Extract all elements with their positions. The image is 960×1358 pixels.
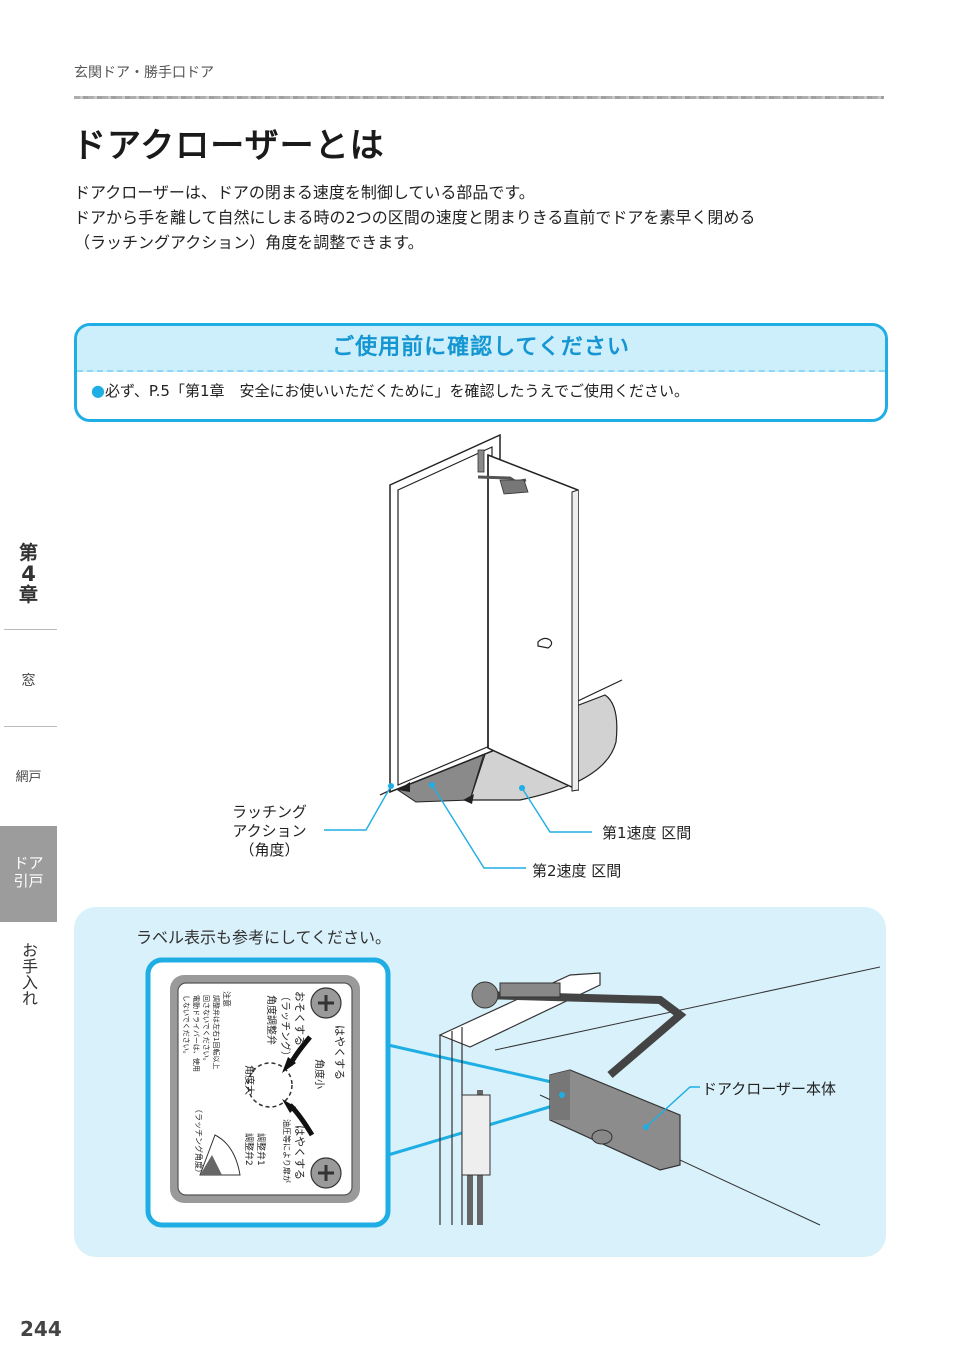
bullet-icon: ● <box>91 381 105 400</box>
sidebar-item-screen[interactable]: 網戸 <box>15 770 42 785</box>
label-text: しないでください。 <box>182 995 190 1058</box>
intro-line: ドアから手を離して自然にしまる時の2つの区間の速度と閉まりきる直前でドアを素早く… <box>74 208 756 227</box>
chapter-number: 4 <box>21 562 36 586</box>
door-closer-diagram <box>324 433 623 869</box>
intro-paragraph: ドアクローザーは、ドアの閉まる速度を制御している部品です。 ドアから手を離して自… <box>74 180 894 255</box>
label-text: 調整弁は左右1回転以上 <box>212 995 221 1069</box>
screw-icon <box>310 987 342 1019</box>
chapter-char: 章 <box>18 584 38 606</box>
sidebar-item-window[interactable]: 窓 <box>21 673 36 689</box>
safety-notice-box: ご使用前に確認してください ●必ず、P.5「第1章 安全にお使いいただくために」… <box>74 323 888 422</box>
label-text: （ラッチング角度） <box>194 1105 204 1177</box>
latching-line: ラッチング <box>232 803 308 821</box>
intro-line: ドアクローザーは、ドアの閉まる速度を制御している部品です。 <box>74 183 535 202</box>
label-text: （ラッチング） <box>279 991 292 1061</box>
sidebar-item-care-label: お手入れ <box>19 942 38 1006</box>
label-text: 電動ドライバーは、使用 <box>192 995 201 1072</box>
latching-line: （角度） <box>239 841 300 859</box>
page-number: 244 <box>20 1317 62 1341</box>
header-divider <box>74 96 884 99</box>
label-text: 油圧等により扉が <box>282 1119 292 1183</box>
breadcrumb: 玄関ドア・勝手口ドア <box>74 65 214 81</box>
label-text: 調整弁2 <box>243 1133 255 1166</box>
sidebar-item-door[interactable]: ドア 引戸 <box>0 826 57 922</box>
sidebar-item-care[interactable]: お手入れ <box>0 942 57 1010</box>
intro-line: （ラッチングアクション）角度を調整できます。 <box>74 233 424 252</box>
notice-text: 必ず、P.5「第1章 安全にお使いいただくために」を確認したうえでご使用ください… <box>104 382 690 400</box>
screw-icon <box>310 1157 342 1189</box>
label-text: はやくする <box>293 1125 306 1180</box>
closer-label-diagram: はやくする おそくする （ラッチング） 角度調整弁 角度小 角度大 はやくする … <box>145 957 880 1228</box>
chapter-indicator: 第 4 章 <box>0 543 57 606</box>
speed2-label: 第2速度 区間 <box>532 862 622 880</box>
page-title: ドアクローザーとは <box>72 126 385 166</box>
speed1-label: 第1速度 区間 <box>602 824 692 842</box>
sidebar-item-door-label: ドア 引戸 <box>13 854 44 890</box>
sidebar-divider <box>4 726 57 727</box>
label-text: 回さないでください。 <box>202 995 210 1065</box>
sidebar-divider <box>4 629 57 630</box>
notice-body: ●必ず、P.5「第1章 安全にお使いいただくために」を確認したうえでご使用くださ… <box>77 372 885 409</box>
label-text: 角度調整弁 <box>265 995 278 1045</box>
label-panel-intro: ラベル表示も参考にしてください。 <box>136 928 392 947</box>
label-text: 角度小 <box>313 1059 326 1089</box>
label-text: 角度大 <box>243 1065 256 1095</box>
label-text: 調整弁1 <box>255 1133 267 1166</box>
closer-body-label: ドアクローザー本体 <box>702 1080 836 1098</box>
latching-line: アクション <box>232 822 307 840</box>
label-text: はやくする <box>333 1025 346 1080</box>
door-closer-body <box>438 966 880 1226</box>
label-text: おそくする <box>293 991 306 1046</box>
latching-label: ラッチング アクション （角度） <box>232 803 307 860</box>
chapter-char: 第 <box>18 542 38 564</box>
notice-heading: ご使用前に確認してください <box>77 326 885 372</box>
label-text: 注意 <box>222 991 232 1007</box>
